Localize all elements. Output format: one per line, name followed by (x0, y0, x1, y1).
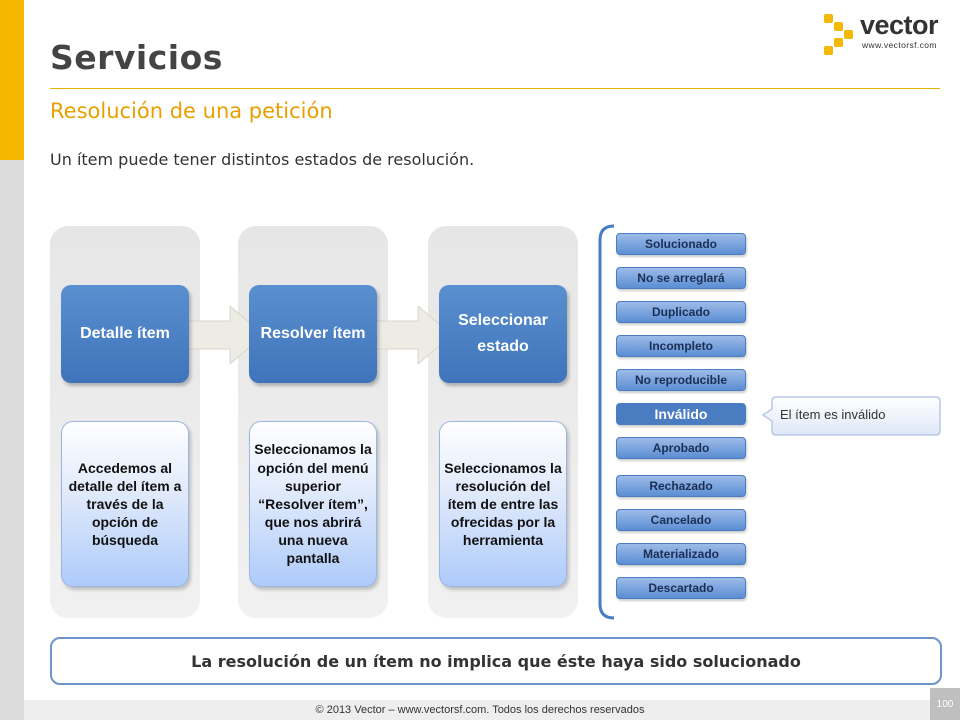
status-aprobado: Aprobado (616, 437, 746, 459)
step-description-2: Seleccionamos la opción del menú superio… (249, 421, 377, 587)
bracket-icon (598, 224, 615, 620)
callout-shape (762, 396, 941, 436)
status-rechazado: Rechazado (616, 475, 746, 497)
logo-url: www.vectorsf.com (862, 40, 937, 50)
page-subtitle: Resolución de una petición (50, 99, 333, 123)
status-cancelado: Cancelado (616, 509, 746, 531)
page-number: 100 (930, 688, 960, 720)
step-seleccionar-estado: Seleccionar estado (439, 285, 567, 383)
status-solucionado: Solucionado (616, 233, 746, 255)
status-no-se-arreglara: No se arreglará (616, 267, 746, 289)
step-description-1: Accedemos al detalle del ítem a través d… (61, 421, 189, 587)
status-duplicado: Duplicado (616, 301, 746, 323)
logo-word: vector (860, 10, 939, 40)
arrow-right-icon (372, 306, 452, 364)
status-no-reproducible: No reproducible (616, 369, 746, 391)
conclusion-banner: La resolución de un ítem no implica que … (50, 637, 942, 685)
intro-text: Un ítem puede tener distintos estados de… (50, 150, 475, 169)
side-bar (0, 160, 24, 720)
step-description-3: Seleccionamos la resolución del ítem de … (439, 421, 567, 587)
callout-text: El ítem es inválido (780, 407, 886, 422)
arrow-right-icon (184, 306, 264, 364)
status-invalido-selected: Inválido (616, 403, 746, 425)
title-divider (50, 88, 940, 89)
status-incompleto: Incompleto (616, 335, 746, 357)
footer-band (24, 700, 960, 720)
footer-text: © 2013 Vector – www.vectorsf.com. Todos … (315, 704, 645, 716)
vector-logo-icon (824, 14, 853, 55)
status-materializado: Materializado (616, 543, 746, 565)
accent-bar (0, 0, 24, 160)
step-resolver-item: Resolver ítem (249, 285, 377, 383)
page-title: Servicios (50, 38, 223, 77)
status-descartado: Descartado (616, 577, 746, 599)
step-detalle-item: Detalle ítem (61, 285, 189, 383)
